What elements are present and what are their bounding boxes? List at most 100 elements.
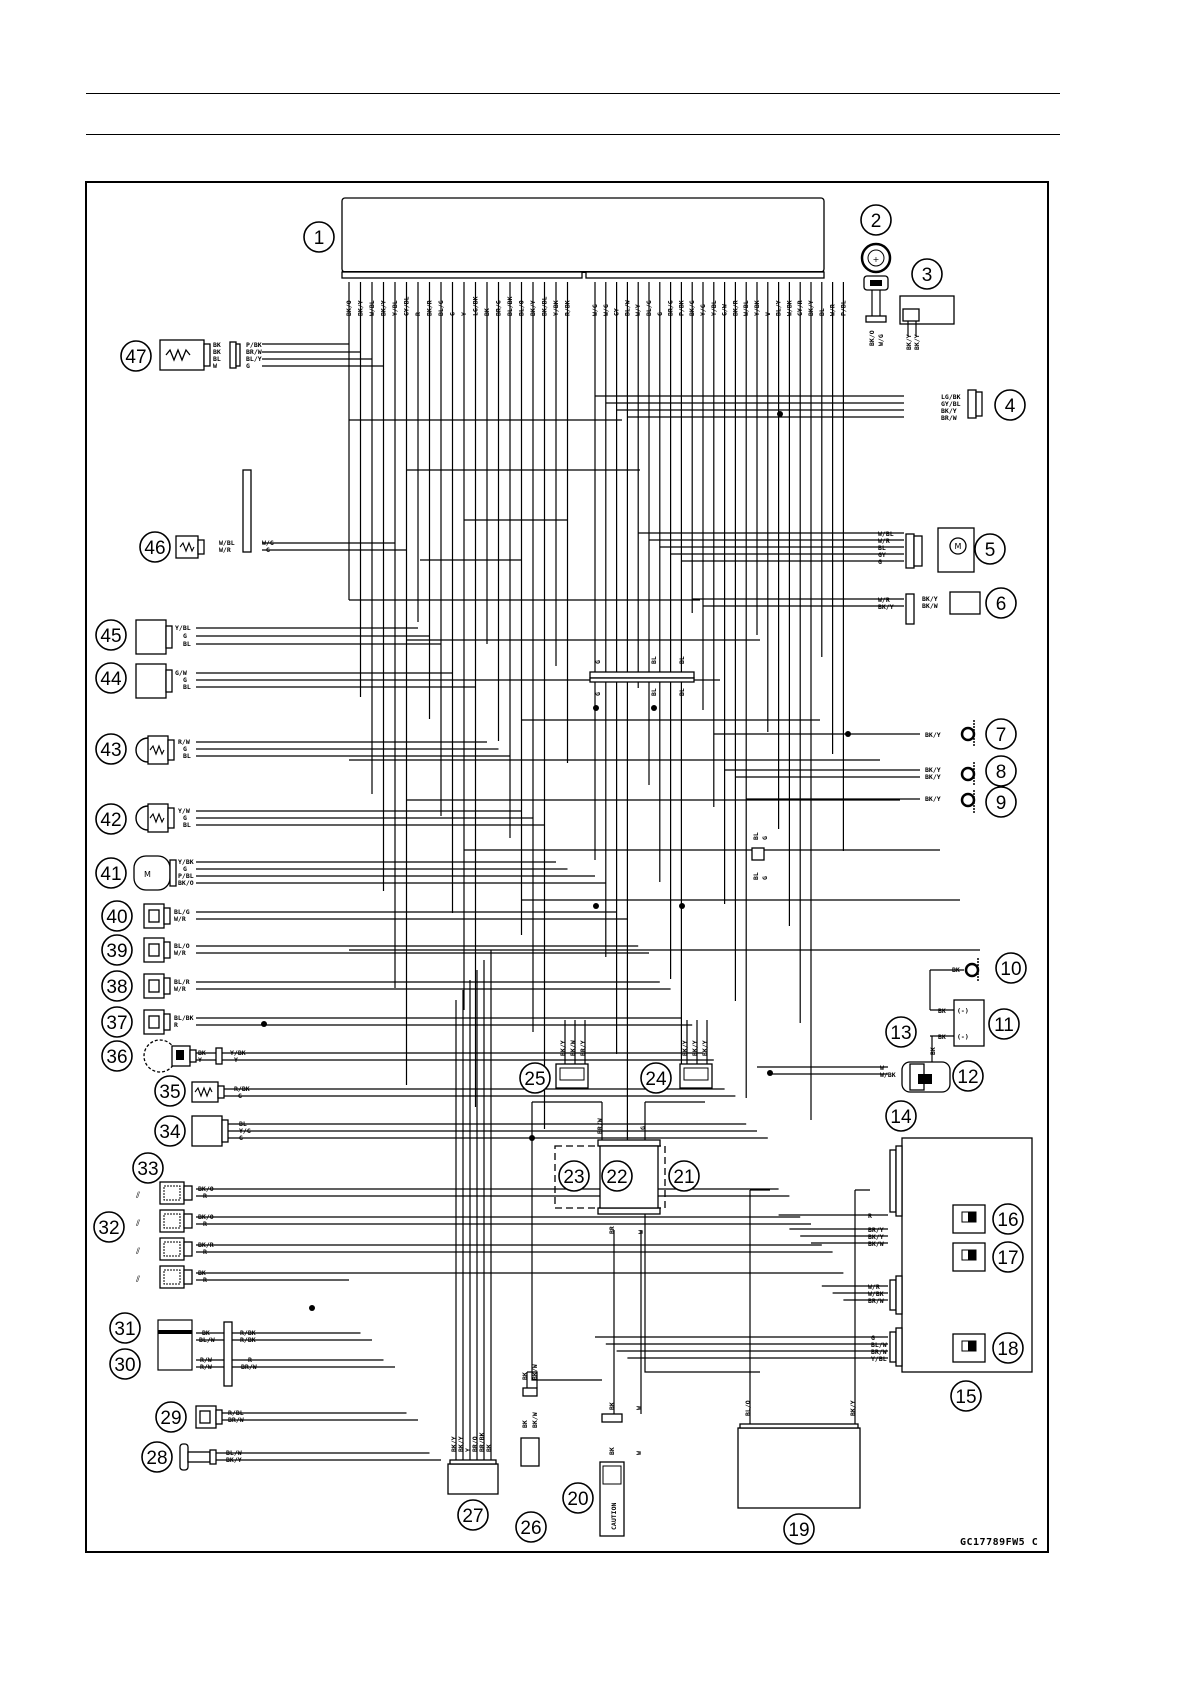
callout-number: 12 <box>957 1067 978 1088</box>
figure-code: GC17789FW5 C <box>960 1537 1038 1548</box>
wire-label: G <box>639 1126 647 1130</box>
callout-number: 31 <box>114 1319 135 1340</box>
wire-label: G <box>761 876 769 880</box>
callout-number: 2 <box>871 211 882 232</box>
callout-number: 19 <box>788 1520 809 1541</box>
callout-24: 24 <box>640 1062 672 1094</box>
wire-label: G <box>238 1092 242 1100</box>
switch-16: R BR/Y BK/Y BK/W <box>868 1204 986 1248</box>
wire-label: BK/Y <box>925 795 941 803</box>
connector-24: BK/Y BK/Y BK/Y <box>679 1040 713 1089</box>
callout-number: 33 <box>137 1159 158 1180</box>
callout-2: 2 <box>860 204 892 236</box>
wire-label: BK <box>198 1049 206 1057</box>
wire-label: BK/Y <box>878 603 894 611</box>
callout-number: 9 <box>996 793 1007 814</box>
wire-label: BK/W <box>922 602 938 610</box>
callout-13: 13 <box>885 1016 917 1048</box>
callout-number: 4 <box>1005 396 1016 417</box>
splice-dot <box>767 1070 773 1076</box>
crankshaft-sensor-2: + BK/O W/G <box>860 242 892 346</box>
wire-label: BR/Y <box>868 1226 884 1234</box>
wire-label: BK <box>213 341 221 349</box>
callout-number: 37 <box>106 1013 127 1034</box>
wire-label: Y <box>464 1448 472 1452</box>
gear-sensor-36: BK Y Y/BK Y <box>143 1039 246 1073</box>
wire-label: BL <box>213 355 221 363</box>
coil-38: BL/R W/R <box>143 973 190 999</box>
callout-number: 18 <box>997 1339 1018 1360</box>
ground-9: BK/Y <box>925 790 976 814</box>
motor-glyph: M <box>144 870 151 879</box>
junction-box-15 <box>889 1137 1033 1373</box>
connector-4: LG/BK GY/BL BK/Y BR/W <box>941 389 983 422</box>
header-rule-top <box>86 93 1060 94</box>
wire-label: BL/W <box>871 1341 887 1349</box>
throttle-actuator-5: M W/BL W/R BL GY G <box>878 527 975 573</box>
callout-5: 5 <box>974 533 1006 565</box>
sensor-43: R/W G BL <box>135 735 191 765</box>
splice-dot <box>593 903 599 909</box>
wire-label: G <box>594 692 602 696</box>
callout-23: 23 <box>558 1160 590 1192</box>
wire-label: BK/Y <box>925 766 941 774</box>
wire-label: BK <box>198 1269 206 1277</box>
splice-dot <box>651 705 657 711</box>
wire-label: BK <box>608 1447 616 1455</box>
callout-17: 17 <box>992 1241 1024 1273</box>
svg-text:⫽: ⫽ <box>135 1219 140 1229</box>
coil-40: BL/G W/R <box>143 903 190 929</box>
wire-label: P/BK <box>246 341 262 349</box>
callout-43: 43 <box>95 733 127 765</box>
wire-label: BK/Y <box>701 1040 709 1056</box>
callout-29: 29 <box>155 1401 187 1433</box>
wire-label: G <box>594 660 602 664</box>
wire-label: W/R <box>174 949 186 957</box>
splice-dot <box>845 731 851 737</box>
wire-label: Y <box>198 1056 202 1064</box>
wire-label: R <box>174 1021 178 1029</box>
wire-label: Y <box>234 1056 238 1064</box>
callout-group: 1234567891011121314151617181920212223242… <box>93 204 1027 1545</box>
wire-label: W/R <box>174 985 186 993</box>
callout-number: 39 <box>106 941 127 962</box>
callout-46: 46 <box>139 531 171 563</box>
wire-label: W/R <box>878 596 890 604</box>
callout-number: 32 <box>98 1218 119 1239</box>
callout-8: 8 <box>985 755 1017 787</box>
wire-label: BL <box>678 656 686 664</box>
wire-label: BK/W <box>531 1412 539 1428</box>
wire-harness <box>196 282 980 1461</box>
callout-25: 25 <box>519 1062 551 1094</box>
callout-number: 17 <box>997 1248 1018 1269</box>
wire-label: BL <box>650 656 658 664</box>
splice-dot <box>309 1305 315 1311</box>
callout-40: 40 <box>101 900 133 932</box>
wire-label: W <box>635 1451 643 1455</box>
wire-label: W/R <box>174 915 186 923</box>
wire-label: BL <box>650 688 658 696</box>
wire-label: BR/W <box>241 1363 257 1371</box>
wire-label: BR/Y <box>579 1040 587 1056</box>
wire <box>532 1101 705 1140</box>
callout-33: 33 <box>132 1152 164 1184</box>
wire-label: BL/G <box>174 908 190 916</box>
starter-relay-12: BK W W/BK <box>880 1036 951 1093</box>
wire-label: G <box>183 814 187 822</box>
callout-number: 27 <box>462 1506 483 1527</box>
wire-label: W/R <box>868 1283 880 1291</box>
callout-number: 24 <box>645 1069 667 1090</box>
callout-number: 30 <box>114 1355 135 1376</box>
wire-label: R <box>203 1192 207 1200</box>
wire-label: G <box>246 362 250 370</box>
wire-label: W <box>637 1230 645 1234</box>
wire-label: BK/O <box>868 330 876 346</box>
wire-label: BK/Y <box>559 1040 567 1056</box>
wire-label: BL/O <box>744 1400 752 1416</box>
callout-14: 14 <box>885 1100 917 1132</box>
callout-47: 47 <box>120 340 152 372</box>
callout-30: 30 <box>109 1348 141 1380</box>
wire-label: BR/BK <box>478 1432 486 1452</box>
motor-41: M Y/BK G P/BL BK/O <box>133 855 194 891</box>
wire-label: BK/O <box>198 1213 214 1221</box>
